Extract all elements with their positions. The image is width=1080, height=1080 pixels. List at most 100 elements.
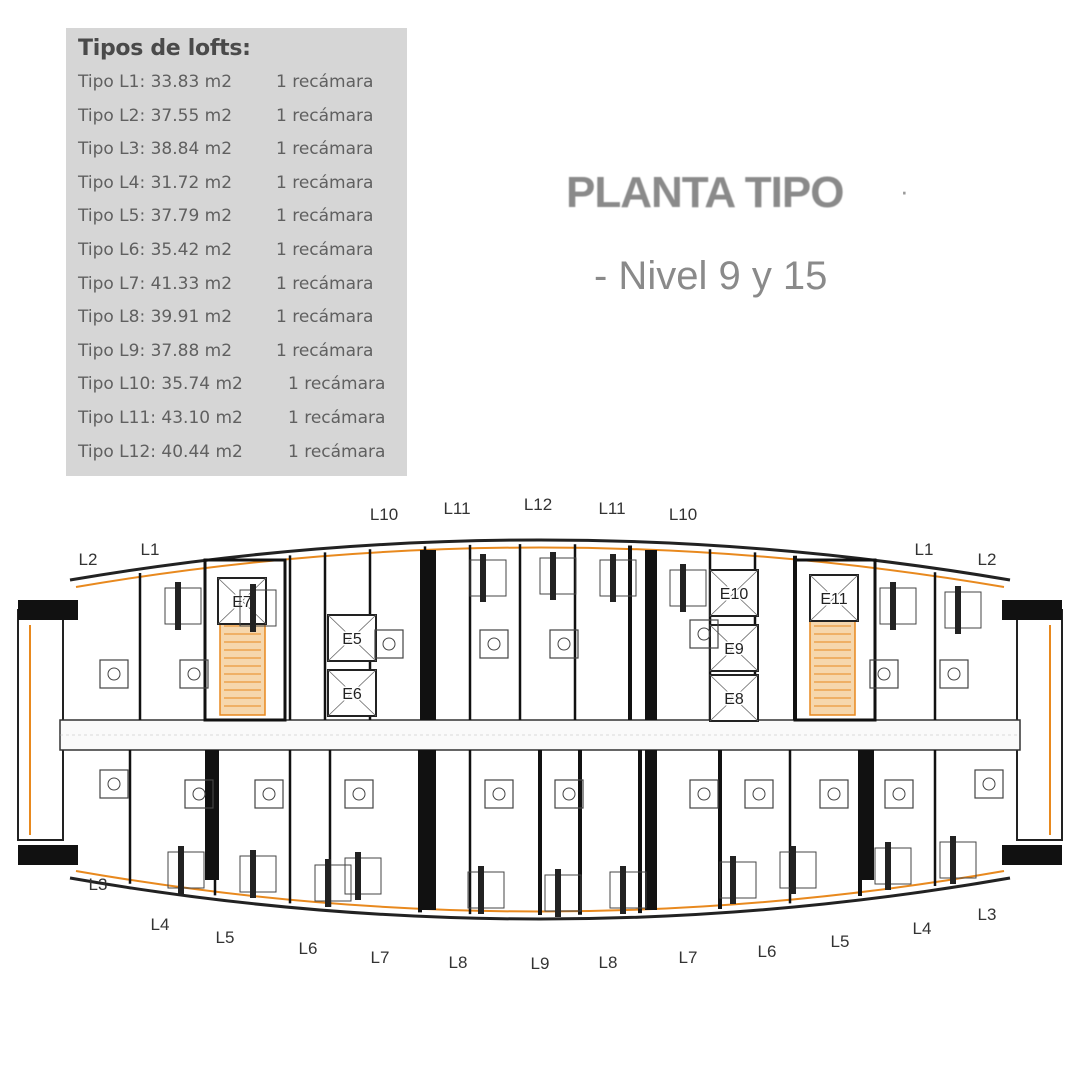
- loft-bedrooms: 1 recámara: [276, 340, 374, 361]
- headboard: [610, 554, 616, 602]
- toilet: [492, 787, 506, 801]
- loft-bedrooms: 1 recámara: [276, 206, 374, 227]
- plan-title-suffix: ·: [900, 176, 909, 206]
- headboard: [955, 586, 961, 634]
- unit-label-top: L2: [79, 550, 98, 569]
- legend-title: Tipos de lofts:: [78, 36, 251, 61]
- bathroom: [819, 779, 849, 809]
- unit-label-bottom: L9: [531, 954, 550, 973]
- bathroom: [179, 659, 209, 689]
- west-end-cap-bottom: [18, 845, 78, 865]
- bathroom: [99, 659, 129, 689]
- toilet: [877, 667, 891, 681]
- plan-title: PLANTA TIPO: [566, 168, 844, 217]
- toilet: [827, 787, 841, 801]
- bed: [874, 847, 912, 885]
- headboard: [680, 564, 686, 612]
- unit-label-top: L1: [915, 540, 934, 559]
- toilet: [982, 777, 996, 791]
- headboard: [325, 859, 331, 907]
- unit-label-bottom: L5: [216, 928, 235, 947]
- toilet: [352, 787, 366, 801]
- loft-type-area: Tipo L3: 38.84 m2: [78, 139, 233, 160]
- unit-label-bottom: L4: [151, 915, 170, 934]
- loft-bedrooms: 1 recámara: [276, 72, 374, 92]
- bed: [939, 841, 977, 879]
- loft-type-area: Tipo L4: 31.72 m2: [78, 172, 233, 193]
- facade-top-accent: [75, 546, 1005, 588]
- toilet: [262, 787, 276, 801]
- unit-label-bottom: L5: [831, 932, 850, 951]
- structural-column: [645, 550, 657, 720]
- shaft-cross: [709, 674, 759, 722]
- toilet: [562, 787, 576, 801]
- headboard: [620, 866, 626, 914]
- toilet: [107, 777, 121, 791]
- elevator-label: E7: [232, 594, 252, 611]
- bathroom: [869, 659, 899, 689]
- east-end-cap-top: [1002, 600, 1062, 620]
- headboard: [550, 552, 556, 600]
- bed: [164, 587, 202, 625]
- toilet: [192, 787, 206, 801]
- headboard: [555, 869, 561, 917]
- loft-bedrooms: 1 recámara: [276, 105, 374, 126]
- bathroom: [344, 779, 374, 809]
- shaft-cross: [217, 577, 267, 625]
- unit-label-top: L10: [669, 505, 697, 524]
- west-end-wall: [17, 609, 64, 841]
- headboard: [178, 846, 184, 894]
- bed: [544, 874, 582, 912]
- headboard: [890, 582, 896, 630]
- facade-bottom: [69, 876, 1011, 921]
- loft-type-area: Tipo L11: 43.10 m2: [78, 408, 243, 428]
- loft-bedrooms: 1 recámara: [276, 307, 374, 328]
- loft-type-area: Tipo L1: 33.83 m2: [78, 72, 233, 92]
- bathroom: [184, 779, 214, 809]
- bed: [879, 587, 917, 625]
- unit-label-bottom: L4: [913, 919, 932, 938]
- loft-type-area: Tipo L2: 37.55 m2: [78, 105, 233, 126]
- bed: [779, 851, 817, 889]
- unit-label-top: L12: [524, 495, 552, 514]
- bathroom: [99, 769, 129, 799]
- loft-type-area: Tipo L7: 41.33 m2: [78, 273, 233, 294]
- headboard: [355, 852, 361, 900]
- headboard: [950, 836, 956, 884]
- loft-bedrooms: 1 recámara: [276, 240, 374, 260]
- plan-subtitle: - Nivel 9 y 15: [594, 254, 828, 298]
- bed: [467, 871, 505, 909]
- shaft-cross: [709, 569, 759, 617]
- shaft-cross: [709, 624, 759, 672]
- headboard: [790, 846, 796, 894]
- toilet: [752, 787, 766, 801]
- bathroom: [884, 779, 914, 809]
- loft-bedrooms: 1 recámara: [276, 172, 374, 193]
- elevator-label: E10: [720, 586, 749, 603]
- unit-label-bottom: L6: [758, 942, 777, 961]
- bathroom: [254, 779, 284, 809]
- loft-type-area: Tipo L10: 35.74 m2: [78, 374, 243, 395]
- bed: [719, 861, 757, 899]
- bathroom: [374, 629, 404, 659]
- bathroom: [974, 769, 1004, 799]
- unit-label-bottom: L7: [679, 948, 698, 967]
- shaft-cross: [809, 574, 859, 622]
- structural-column: [205, 750, 219, 880]
- east-end-cap-bottom: [1002, 845, 1062, 865]
- unit-label-bottom: L3: [89, 875, 108, 894]
- toilet: [107, 667, 121, 681]
- loft-type-area: Tipo L8: 39.91 m2: [78, 307, 233, 328]
- loft-types-legend: Tipos de lofts: Tipo L1: 33.83 m2 1 recám…: [66, 28, 407, 476]
- unit-label-bottom: L8: [449, 953, 468, 972]
- loft-bedrooms: 1 recámara: [288, 374, 386, 395]
- headboard: [478, 866, 484, 914]
- structural-column: [420, 550, 436, 720]
- toilet: [187, 667, 201, 681]
- headboard: [250, 584, 256, 632]
- loft-type-area: Tipo L6: 35.42 m2: [78, 240, 233, 260]
- toilet: [697, 787, 711, 801]
- structural-column: [645, 750, 657, 910]
- bed: [314, 864, 352, 902]
